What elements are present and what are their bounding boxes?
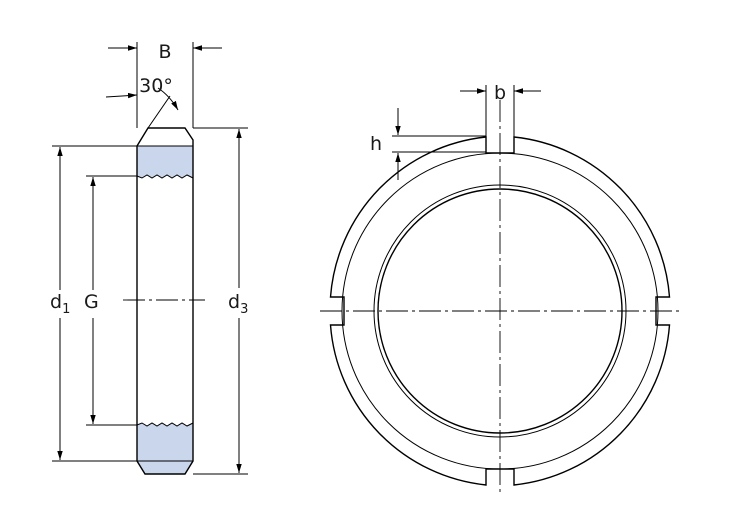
nut-outline (136, 127, 194, 475)
section-fill-bottom (137, 423, 193, 474)
label-G: G (84, 291, 99, 313)
section-fill-top (137, 146, 193, 178)
section-view: B 30° d1 G d3 (50, 41, 248, 475)
outer-contour-with-slots (329, 136, 671, 486)
label-B: B (158, 41, 171, 63)
angle-arrow-left (105, 92, 138, 99)
label-angle: 30° (139, 75, 173, 97)
label-d1: d1 (50, 291, 70, 317)
label-h: h (370, 133, 382, 155)
label-d3: d3 (228, 291, 248, 317)
thread-bottom (136, 422, 194, 427)
thread-top (136, 174, 194, 179)
angle-leader (147, 95, 171, 129)
label-b: b (494, 82, 506, 104)
front-view: b h (320, 82, 680, 492)
